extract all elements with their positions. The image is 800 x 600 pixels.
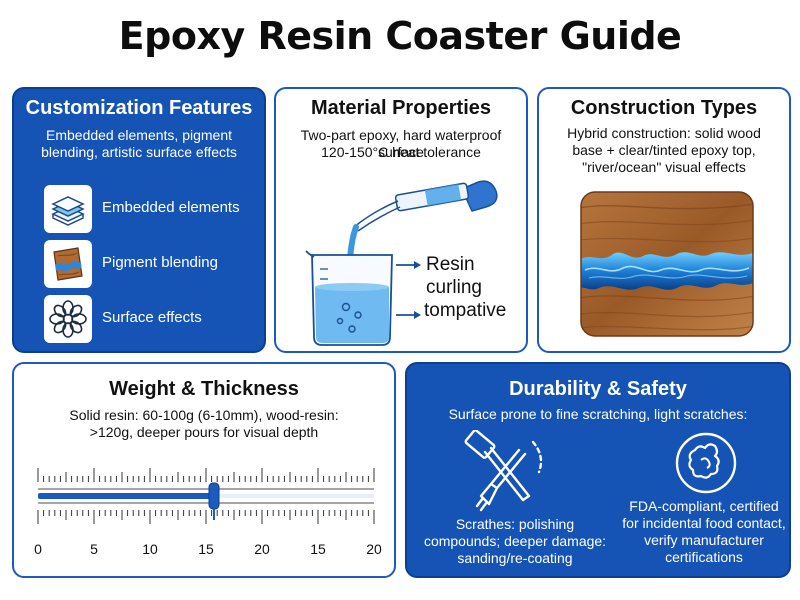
ruler-tick-label: 0 bbox=[34, 541, 42, 557]
weight-panel: Weight & Thickness Solid resin: 60-100g … bbox=[12, 362, 396, 578]
feature-row-embedded: Embedded elements bbox=[44, 185, 254, 233]
customization-panel: Customization Features Embedded elements… bbox=[12, 87, 266, 353]
feature-row-pigment: Pigment blending bbox=[44, 240, 254, 288]
construction-title: Construction Types bbox=[570, 97, 758, 119]
wood-resin-swatch-icon bbox=[44, 240, 92, 288]
ruler-tick-label: 15 bbox=[310, 541, 326, 557]
construction-panel: Construction Types Hybrid construction: … bbox=[537, 87, 791, 353]
river-coaster-image bbox=[580, 191, 754, 337]
ruler-tick-label: 10 bbox=[142, 541, 158, 557]
flow-label-2: curling bbox=[426, 277, 482, 298]
hammer-brush-icon bbox=[464, 430, 543, 512]
layers-icon bbox=[44, 185, 92, 233]
ruler-tick-label: 15 bbox=[198, 541, 214, 557]
fda-shield-icon bbox=[675, 432, 737, 494]
customization-description: Embedded elements, pigment blending, art… bbox=[41, 127, 237, 160]
feature-label: Embedded elements bbox=[102, 199, 240, 216]
slider-handle-icon[interactable] bbox=[208, 482, 220, 520]
construction-description: Hybrid construction: solid wood base + c… bbox=[567, 125, 761, 175]
feature-row-surface: Surface effects bbox=[44, 295, 254, 343]
durability-title: Durability & Safety bbox=[509, 378, 687, 400]
material-title: Material Properties bbox=[310, 97, 492, 119]
customization-title: Customization Features bbox=[25, 97, 253, 119]
feature-label: Surface effects bbox=[102, 309, 202, 326]
feature-label: Pigment blending bbox=[102, 254, 218, 271]
material-description-line1: Two-part epoxy, hard waterproof surface bbox=[300, 127, 502, 160]
weight-description: Solid resin: 60-100g (6-10mm), wood-resi… bbox=[69, 407, 339, 440]
page-title: Epoxy Resin Coaster Guide bbox=[118, 14, 682, 58]
material-description-line2: 120-150°C heat tolerance bbox=[321, 144, 481, 160]
flow-label-3: tompative bbox=[424, 300, 507, 321]
durability-description: Surface prone to fine scratching, light … bbox=[448, 406, 748, 422]
ruler-tick-label: 5 bbox=[90, 541, 98, 557]
dropper-icon bbox=[353, 180, 498, 232]
resin-pour-illustration bbox=[305, 180, 498, 346]
flow-label-1: Resin bbox=[426, 254, 475, 275]
durability-right-text: FDA-compliant, certified for incidental … bbox=[622, 498, 786, 565]
material-panel: Material Properties Two-part epoxy, hard… bbox=[274, 87, 528, 353]
ruler-tick-label: 20 bbox=[254, 541, 270, 557]
flower-icon bbox=[44, 295, 92, 343]
durability-left-text: Scrathes: polishing compounds; deeper da… bbox=[423, 516, 607, 566]
beaker-icon bbox=[305, 250, 393, 346]
ruler-tick-label: 20 bbox=[366, 541, 382, 557]
ruler-icon bbox=[37, 468, 375, 524]
weight-title: Weight & Thickness bbox=[109, 378, 299, 400]
arrow-right-icon bbox=[396, 261, 421, 319]
durability-panel: Durability & Safety Surface prone to fin… bbox=[405, 362, 791, 578]
